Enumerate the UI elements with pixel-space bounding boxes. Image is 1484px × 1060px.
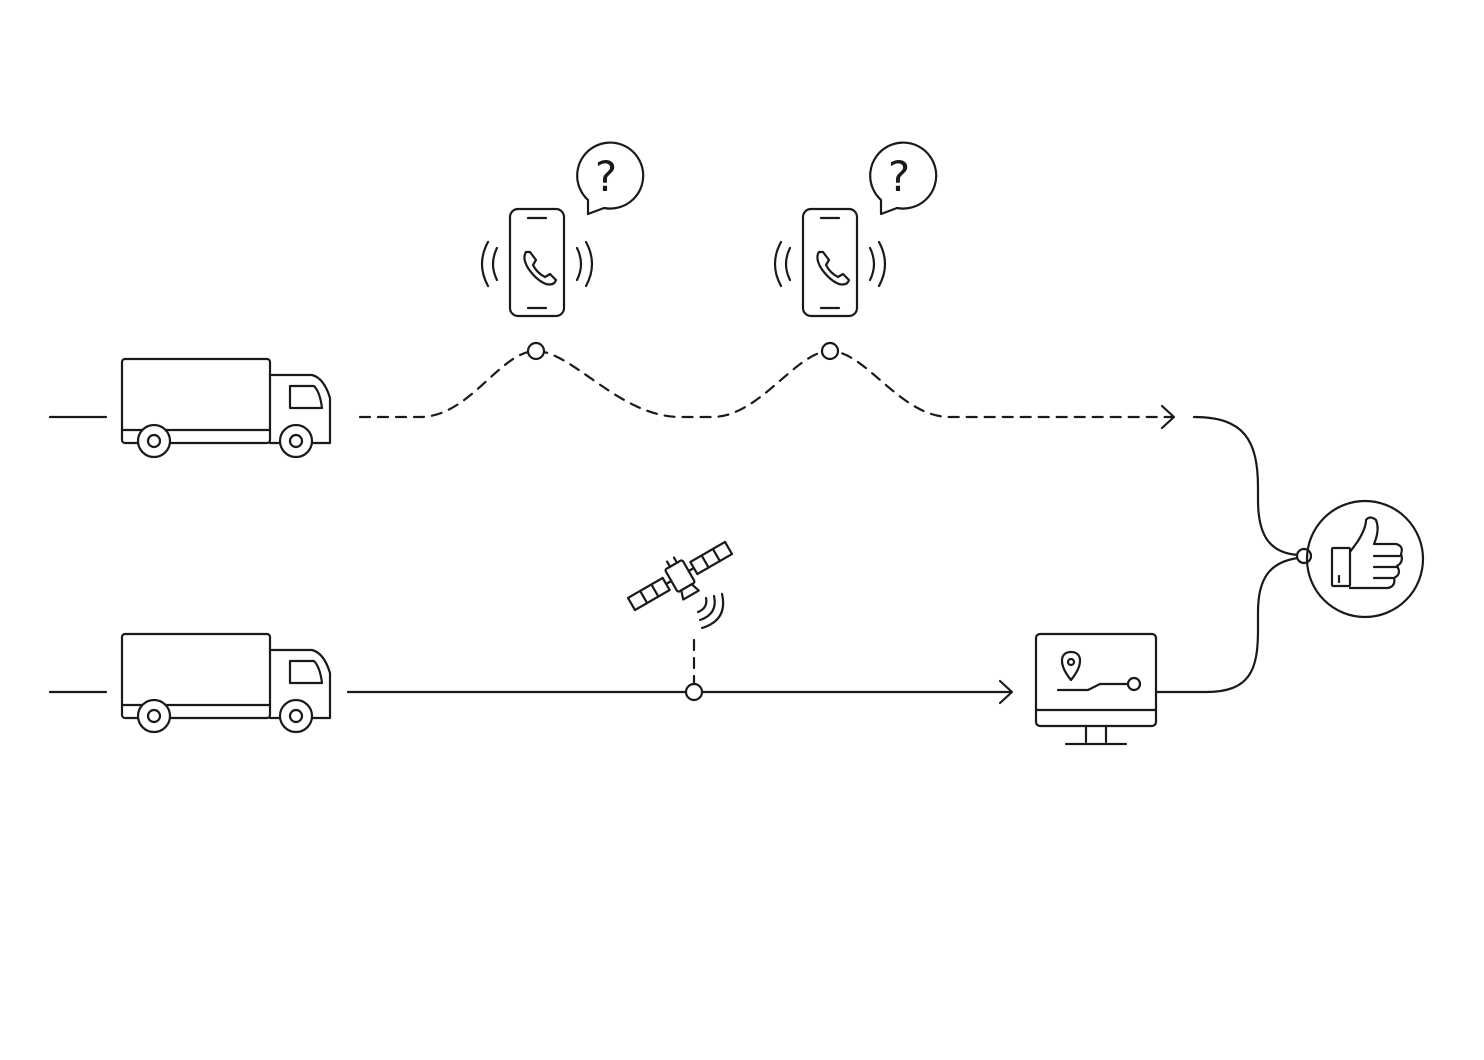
smartphone-icon [773,207,887,318]
map-pin-icon [1060,650,1082,682]
monitor-map-icon [1034,632,1158,746]
truck-icon [120,357,332,459]
question-bubble-icon: ? [869,141,938,216]
row1-node-2 [820,341,840,361]
row2-arrowhead [998,679,1014,705]
question-bubble-icon: ? [576,141,645,216]
merge-node [1295,547,1313,565]
truck-icon [120,632,332,734]
row1-arrowhead [1160,404,1176,430]
question-mark: ? [888,152,910,201]
satellite-icon [626,540,734,612]
row2-node-1 [684,682,704,702]
merge-line-top [1192,415,1300,557]
smartphone-icon [480,207,594,318]
merge-line-bottom [1154,556,1300,694]
question-mark: ? [595,152,617,201]
signal-waves-icon [696,592,725,630]
row1-node-1 [526,341,546,361]
thumbs-up-icon [1305,499,1425,619]
row1-dashed-route [358,349,1174,419]
